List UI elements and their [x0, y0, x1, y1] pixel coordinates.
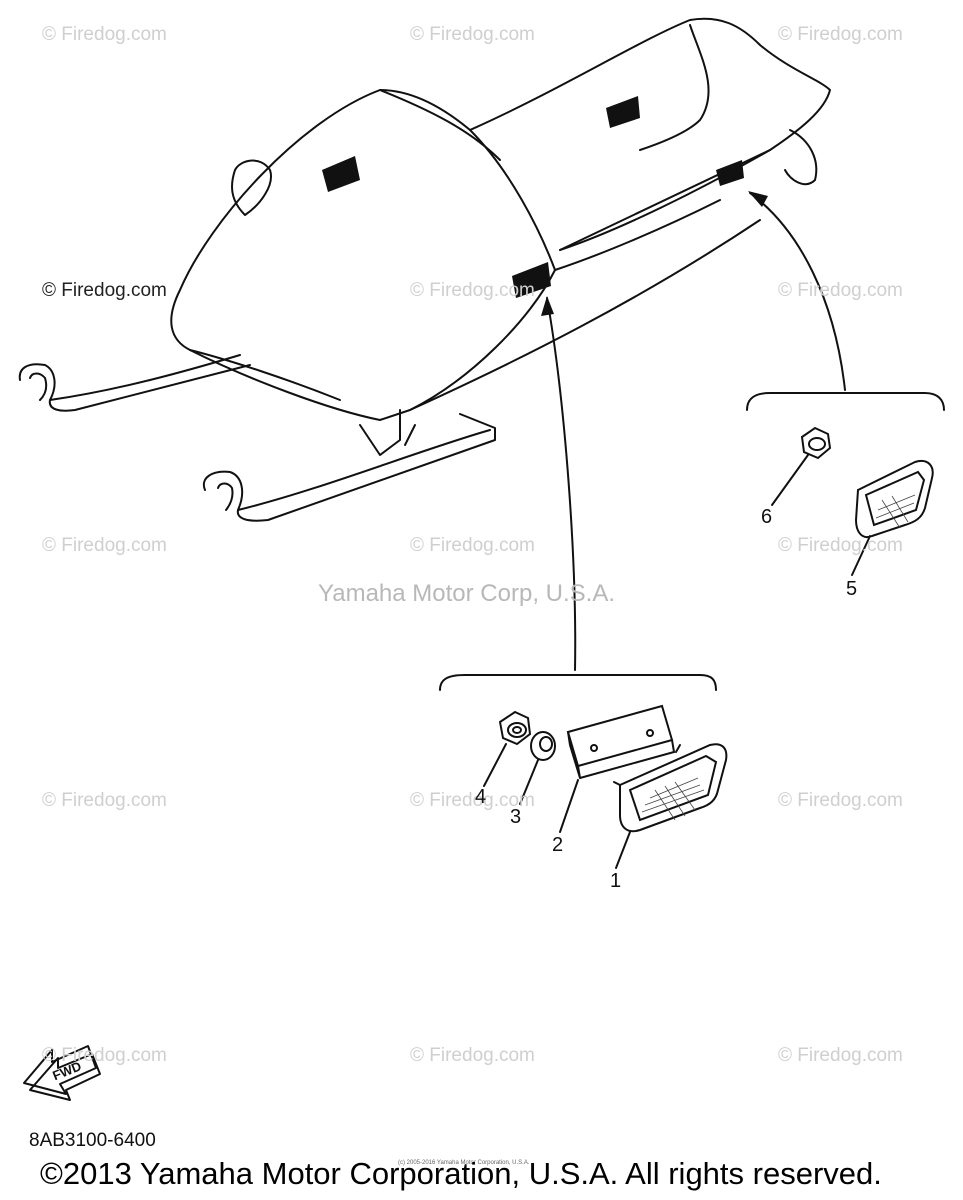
watermark: © Firedog.com	[778, 535, 903, 556]
part-code: 8AB3100-6400	[29, 1130, 156, 1151]
copyright-notice: ©2013 Yamaha Motor Corporation, U.S.A. A…	[40, 1156, 882, 1191]
callout-2: 2	[552, 834, 564, 856]
watermark: © Firedog.com	[42, 535, 167, 556]
decal-side-front	[512, 262, 551, 298]
callout-line-4	[483, 743, 507, 787]
leader-arrow-front	[546, 297, 577, 671]
callout-3: 3	[510, 806, 522, 828]
leader-arrow-rear	[749, 192, 846, 391]
bracket-front-group	[439, 674, 717, 691]
part-6-nut	[800, 426, 832, 460]
watermark: © Firedog.com	[410, 280, 535, 301]
callout-5: 5	[846, 578, 858, 600]
watermark: © Firedog.com	[410, 24, 535, 45]
callout-line-1	[615, 831, 631, 869]
label-decals	[322, 96, 744, 298]
part-3-washer	[530, 731, 556, 761]
watermark: © Firedog.com	[410, 790, 535, 811]
callout-4: 4	[475, 786, 487, 808]
callout-line-5	[851, 535, 871, 576]
watermark: © Firedog.com	[42, 280, 167, 301]
fwd-arrow-icon	[23, 1045, 101, 1101]
watermark: © Firedog.com	[778, 1045, 903, 1066]
decal-seat	[606, 96, 640, 128]
callout-line-6	[771, 454, 809, 506]
callout-line-3	[519, 759, 539, 805]
decal-side-rear	[716, 160, 744, 186]
watermark: © Firedog.com	[410, 1045, 535, 1066]
center-watermark: Yamaha Motor Corp, U.S.A.	[318, 580, 615, 607]
watermark: © Firedog.com	[42, 24, 167, 45]
part-2-base	[566, 704, 676, 779]
bracket-rear-group	[746, 392, 945, 411]
part-1-reflector	[613, 743, 728, 833]
small-credit: (c) 2005-2016 Yamaha Motor Corporation, …	[398, 1160, 530, 1166]
callout-1: 1	[610, 870, 622, 892]
watermark: © Firedog.com	[778, 790, 903, 811]
watermark: © Firedog.com	[778, 280, 903, 301]
part-5-reflector	[854, 460, 934, 538]
watermark: © Firedog.com	[778, 24, 903, 45]
callout-line-2	[559, 779, 579, 833]
watermark: © Firedog.com	[410, 535, 535, 556]
reflector-hatching	[641, 494, 916, 821]
part-4-nut	[498, 710, 532, 746]
watermark: © Firedog.com	[42, 790, 167, 811]
watermark: © Firedog.com	[42, 1045, 167, 1066]
decal-hood	[322, 156, 360, 192]
snowmobile-illustration	[18, 17, 831, 522]
callout-6: 6	[761, 506, 773, 528]
